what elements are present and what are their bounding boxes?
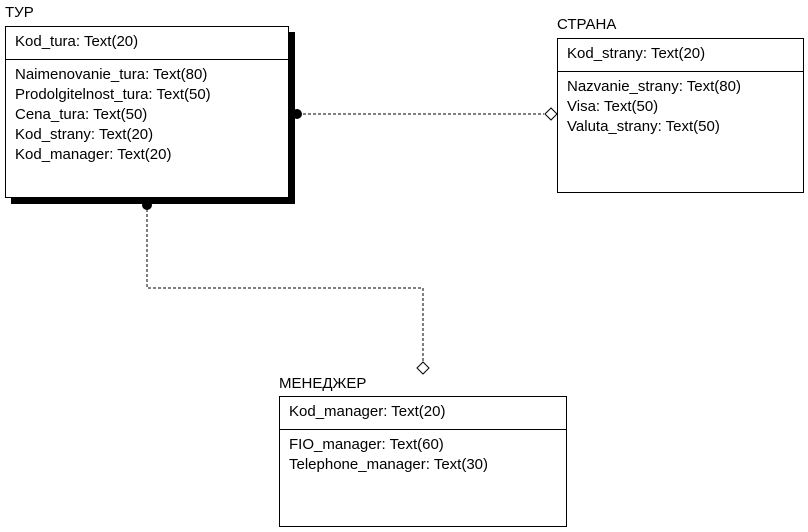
primary-key-attribute: Kod_tura: Text(20) [15,33,139,50]
primary-key-section: Kod_strany: Text(20) [558,39,803,72]
child-end-diamond [416,361,430,375]
attribute-row: Prodolgitelnost_tura: Text(50) [15,86,211,103]
primary-key-section: Kod_tura: Text(20) [6,27,288,60]
relationship-line [146,209,424,362]
entity-title-strana: СТРАНА [557,16,617,33]
primary-key-attribute: Kod_strany: Text(20) [567,45,706,62]
attribute-list: Naimenovanie_tura: Text(80) Prodolgiteln… [6,60,288,165]
attribute-row: Nazvanie_strany: Text(80) [567,78,741,95]
attribute-row: FIO_manager: Text(60) [289,436,444,453]
entity-tur[interactable]: Kod_tura: Text(20) Naimenovanie_tura: Te… [5,26,289,198]
attribute-row: Kod_strany: Text(20) [15,126,154,143]
attribute-row: Kod_manager: Text(20) [15,146,172,163]
attribute-row: Naimenovanie_tura: Text(80) [15,66,208,83]
primary-key-section: Kod_manager: Text(20) [280,397,566,430]
child-end-diamond [544,107,558,121]
attribute-row: Visa: Text(50) [567,98,659,115]
parent-end-dot [142,200,152,210]
attribute-list: Nazvanie_strany: Text(80) Visa: Text(50)… [558,72,803,137]
parent-end-dot [292,109,302,119]
primary-key-attribute: Kod_manager: Text(20) [289,403,446,420]
attribute-list: FIO_manager: Text(60) Telephone_manager:… [280,430,566,475]
attribute-row: Valuta_strany: Text(50) [567,118,720,135]
entity-title-menedzher: МЕНЕДЖЕР [279,375,367,392]
attribute-row: Telephone_manager: Text(30) [289,456,489,473]
relationship-tur-strana[interactable] [292,107,558,121]
relationship-tur-menedzher[interactable] [142,200,430,375]
entity-title-tur: ТУР [5,4,34,21]
entity-menedzher[interactable]: Kod_manager: Text(20) FIO_manager: Text(… [279,396,567,527]
entity-strana[interactable]: Kod_strany: Text(20) Nazvanie_strany: Te… [557,38,804,193]
attribute-row: Cena_tura: Text(50) [15,106,148,123]
